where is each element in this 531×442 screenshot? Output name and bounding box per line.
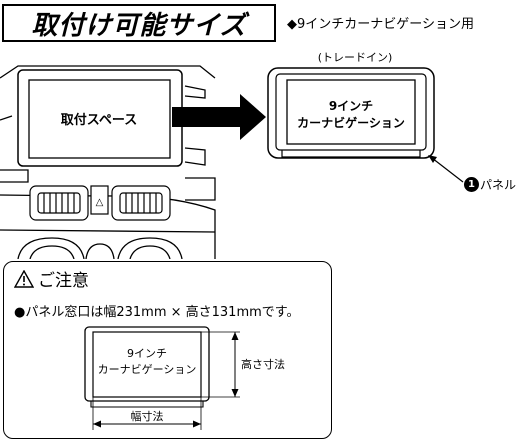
panel-pointer	[431, 157, 464, 183]
install-space-label: 取付スペース	[61, 112, 137, 128]
air-vents	[29, 185, 171, 221]
arrow-right-icon	[172, 94, 266, 140]
caution-heading-text: ご注意	[38, 271, 89, 291]
device-line1: 9インチ	[329, 99, 373, 113]
width-label: 幅寸法	[131, 409, 164, 423]
device-screen	[286, 79, 416, 145]
caution-body: ●パネル窓口は幅231mm × 高さ131mmです。	[14, 305, 300, 320]
panel-base	[90, 401, 204, 408]
tray-in-label: (トレードイン)	[318, 51, 393, 64]
caution-heading: ご注意	[14, 266, 89, 291]
caution-box	[3, 261, 332, 439]
page-title: 取付け可能サイズ	[31, 10, 247, 41]
panel-dimension-diagram: 9インチ カーナビゲーション 高さ寸法 幅寸法	[84, 326, 285, 430]
dashboard-diagram: △ 取付スペース (トレードイン) 9インチ カーナビゲーション	[0, 51, 464, 259]
panel-label: パネル	[480, 178, 517, 192]
panel-callout: 1 パネル	[464, 176, 516, 193]
install-space	[28, 79, 171, 159]
panel-window	[92, 331, 202, 398]
panel-pointer-head	[428, 155, 437, 163]
warning-icon	[14, 269, 34, 288]
panel-device-line1: 9インチ	[127, 347, 167, 360]
panel-number-badge: 1	[464, 177, 479, 192]
panel-device-line2: カーナビゲーション	[98, 363, 197, 376]
height-label: 高さ寸法	[241, 357, 285, 371]
title-box: 取付け可能サイズ	[2, 4, 276, 42]
device-base	[281, 150, 421, 158]
hazard-switch	[90, 185, 109, 215]
subtitle: ◆9インチカーナビゲーション用	[287, 17, 475, 32]
hazard-icon: △	[96, 197, 104, 208]
device-line2: カーナビゲーション	[297, 115, 405, 130]
